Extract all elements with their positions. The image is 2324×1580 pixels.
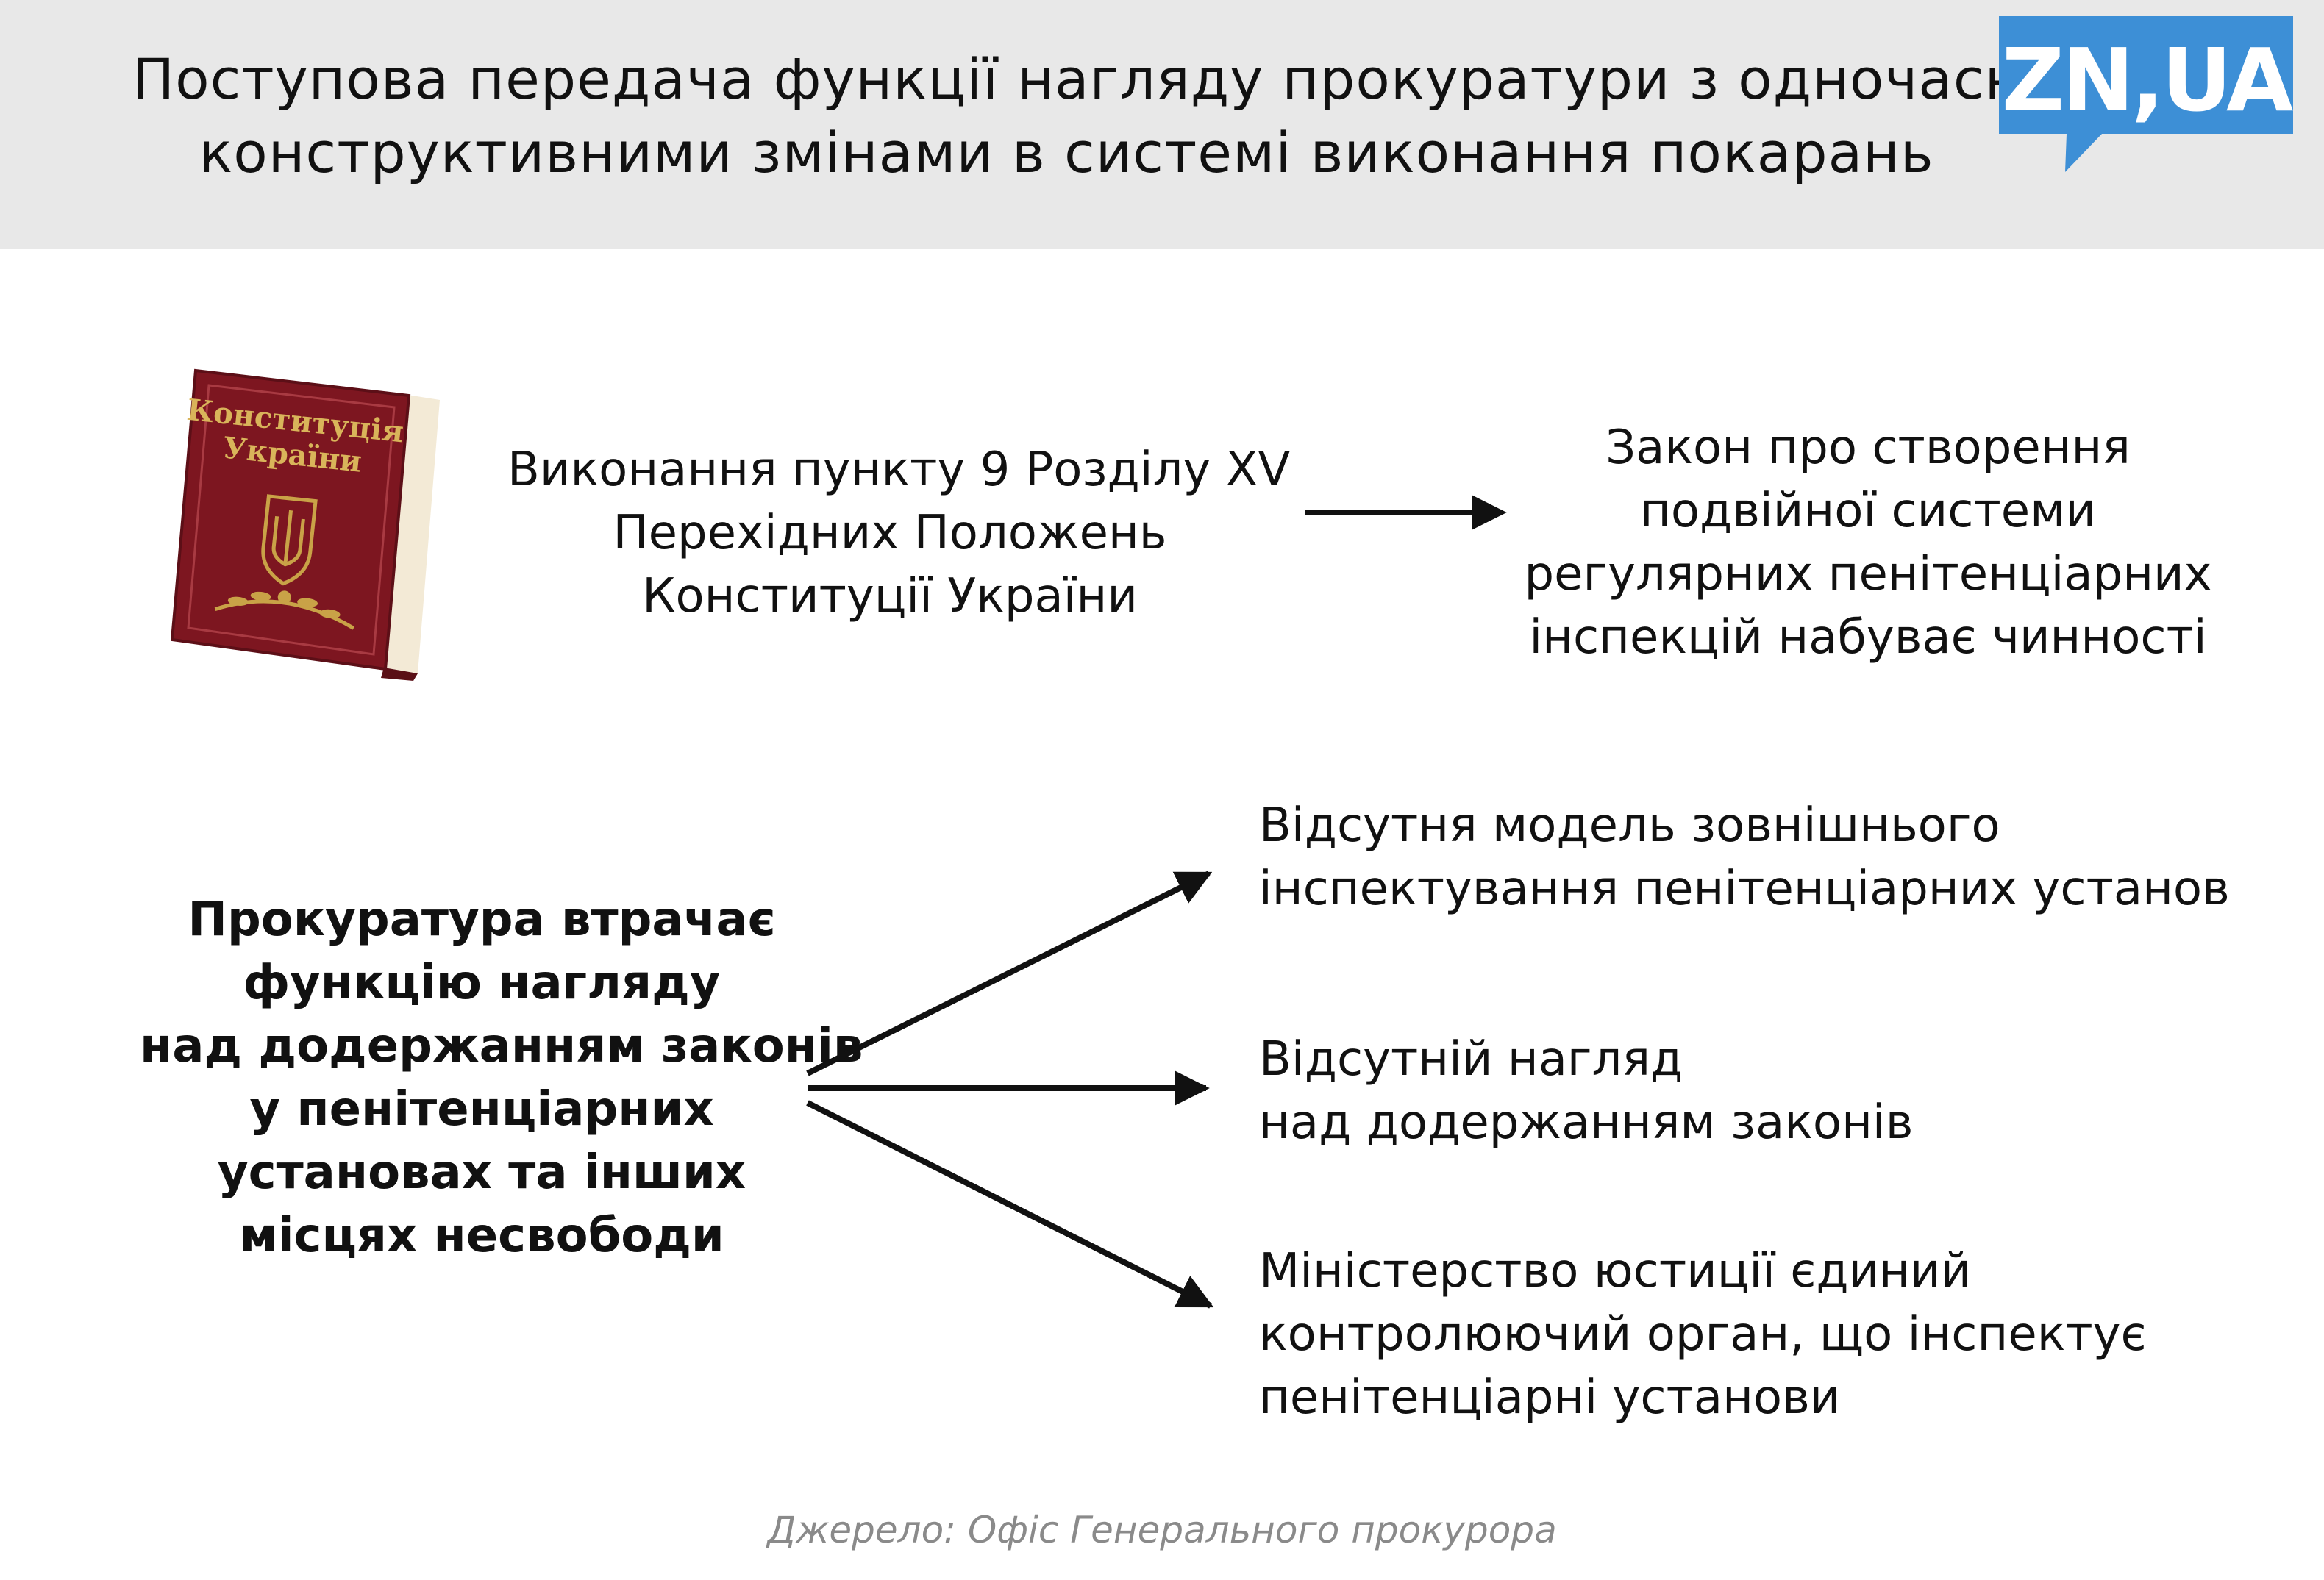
node-text-line: Перехідних Положень — [613, 506, 1167, 560]
source-caption: Джерело: Офіс Генерального прокурора — [767, 1509, 1557, 1551]
node-text-line: пенітенціарні установи — [1259, 1370, 1841, 1425]
node-text-line: Прокуратура втрачає — [188, 893, 776, 947]
logo-speech-bubble — [1999, 16, 2293, 172]
node-text-line: місцях несвободи — [239, 1209, 724, 1263]
page-title-line-1: Поступова передача функції нагляду проку… — [132, 46, 2139, 112]
node-text-line: функцію нагляду — [243, 956, 721, 1010]
node-text-line: Закон про створення — [1605, 421, 2131, 475]
page-title: Поступова передача функції нагляду проку… — [132, 43, 2139, 190]
node-text-line: інспекцій набуває чинності — [1529, 610, 2207, 665]
node-text-line: установах та інших — [217, 1145, 746, 1200]
trident-emblem-icon — [261, 494, 318, 586]
node-text-line: інспектування пенітенціарних установ — [1259, 862, 2230, 916]
constitution-book-illustration: Конституція України — [171, 368, 440, 681]
zn-ua-logo: ZN,UA — [1999, 16, 2296, 172]
arrow-to-outcome-3 — [806, 1100, 1214, 1309]
node-text-line: Конституції України — [642, 569, 1138, 623]
constitution-provision-node: Виконання пункту 9 Розділу XV Перехідних… — [507, 438, 1291, 628]
laurel-ornament-icon — [214, 590, 355, 630]
law-enforcement-node: Закон про створення подвійної системи ре… — [1500, 416, 2236, 669]
book-cover-border — [187, 384, 396, 656]
node-text-line: контролюючий орган, що інспектує — [1259, 1307, 2147, 1362]
node-text-line: у пенітенціарних — [249, 1082, 714, 1137]
book-spine-shadow — [381, 668, 418, 681]
node-text-line: над додержанням законів — [1259, 1095, 1914, 1150]
node-text-line: над додержанням законів — [140, 1019, 863, 1073]
outcome-no-inspection-model-node: Відсутня модель зовнішнього інспектуванн… — [1259, 794, 2303, 921]
node-text-line: Відсутній нагляд — [1259, 1032, 1683, 1087]
arrow-to-outcome-1 — [806, 871, 1213, 1076]
node-text-line: Виконання пункту 9 Розділу XV — [507, 443, 1291, 497]
node-text-line: подвійної системи — [1640, 484, 2096, 538]
outcome-no-supervision-node: Відсутній нагляд над додержанням законів — [1259, 1028, 2303, 1154]
node-text-line: Відсутня модель зовнішнього — [1259, 798, 2000, 853]
logo-text: ZN,UA — [2002, 29, 2293, 131]
node-text-line: Міністерство юстиції єдиний — [1259, 1244, 1972, 1298]
node-text-line: регулярних пенітенціарних — [1524, 547, 2212, 601]
prosecution-loses-function-node: Прокуратура втрачає функцію нагляду над … — [140, 888, 863, 1268]
page-title-line-2: конструктивними змінами в системі викона… — [199, 120, 1934, 185]
header-banner: Поступова передача функції нагляду проку… — [0, 0, 2324, 249]
outcome-ministry-of-justice-node: Міністерство юстиції єдиний контролюючий… — [1259, 1240, 2303, 1429]
book-pages — [384, 394, 440, 673]
